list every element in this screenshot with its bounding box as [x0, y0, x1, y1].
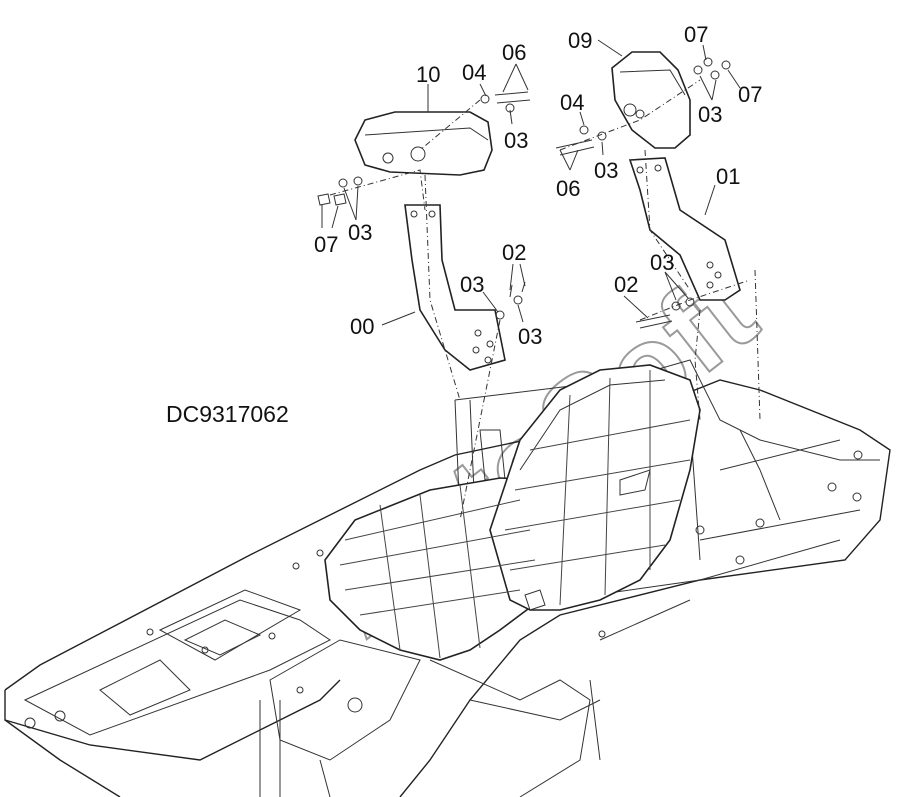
- diagram-code: DC9317062: [166, 401, 289, 427]
- callout-03: 03: [348, 220, 372, 245]
- left-armrest-assembly: [317, 91, 531, 521]
- callout-03: 03: [518, 324, 542, 349]
- callout-03: 03: [594, 158, 618, 183]
- callout-03: 03: [650, 250, 674, 275]
- callout-04: 04: [560, 90, 584, 115]
- callout-04: 04: [462, 60, 486, 85]
- callout-03: 03: [460, 272, 484, 297]
- callout-07: 07: [314, 232, 338, 257]
- callout-07: 07: [684, 22, 708, 47]
- callout-09: 09: [568, 28, 592, 53]
- callout-00: 00: [350, 314, 374, 339]
- callout-06: 06: [556, 176, 580, 201]
- callout-02: 02: [502, 240, 526, 265]
- callout-07: 07: [738, 82, 762, 107]
- callout-labels: 10 04 06 03 07 03 02 03 03 00 09 07 07 0…: [314, 22, 762, 349]
- callout-01: 01: [716, 164, 740, 189]
- right-armrest-assembly: [555, 51, 761, 421]
- leader-lines: [321, 39, 741, 326]
- callout-02: 02: [614, 272, 638, 297]
- callout-03: 03: [698, 102, 722, 127]
- seat: [324, 364, 701, 661]
- callout-03: 03: [504, 128, 528, 153]
- callout-10: 10: [416, 62, 440, 87]
- callout-06: 06: [502, 40, 526, 65]
